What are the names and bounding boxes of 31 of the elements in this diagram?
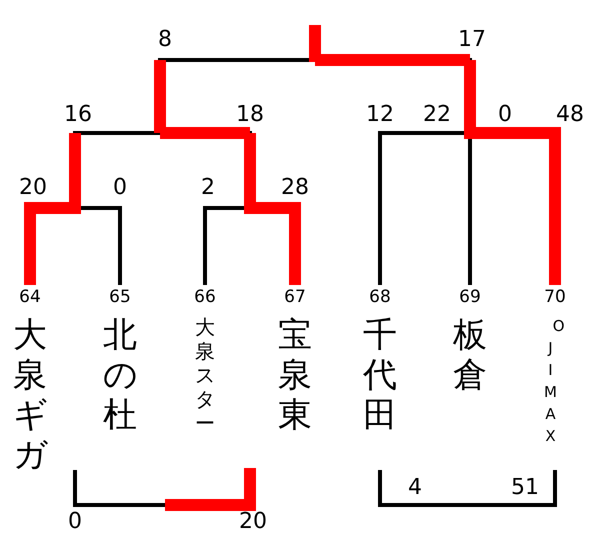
team-name: 宝泉東: [278, 315, 312, 435]
team-name: 板倉: [453, 315, 487, 395]
score: 8: [158, 28, 172, 52]
seed-number: 65: [109, 287, 131, 307]
team-name: 北の杜: [103, 315, 137, 435]
team-name: 大泉ギガ: [13, 315, 47, 475]
score: 51: [511, 476, 539, 500]
seed-number: 64: [19, 287, 41, 307]
score: 2: [201, 176, 215, 200]
seed-number: 67: [284, 287, 306, 307]
score: 0: [113, 176, 127, 200]
score: 0: [498, 103, 512, 127]
seed-number: 66: [194, 287, 216, 307]
team-name: 大泉スター: [195, 315, 215, 435]
bracket-line: [378, 131, 472, 285]
score: 22: [423, 103, 451, 127]
score: 20: [239, 510, 267, 534]
score: 0: [68, 510, 82, 534]
score: 4: [408, 476, 422, 500]
seed-number: 70: [544, 287, 566, 307]
score: 18: [236, 103, 264, 127]
score: 48: [556, 103, 584, 127]
team-name: OJIMAX: [544, 316, 566, 447]
score: 20: [19, 176, 47, 200]
score: 28: [281, 176, 309, 200]
score: 17: [458, 28, 486, 52]
score: 12: [366, 103, 394, 127]
team-name: 千代田: [363, 315, 397, 435]
seed-number: 68: [369, 287, 391, 307]
score: 16: [64, 103, 92, 127]
seed-number: 69: [459, 287, 481, 307]
